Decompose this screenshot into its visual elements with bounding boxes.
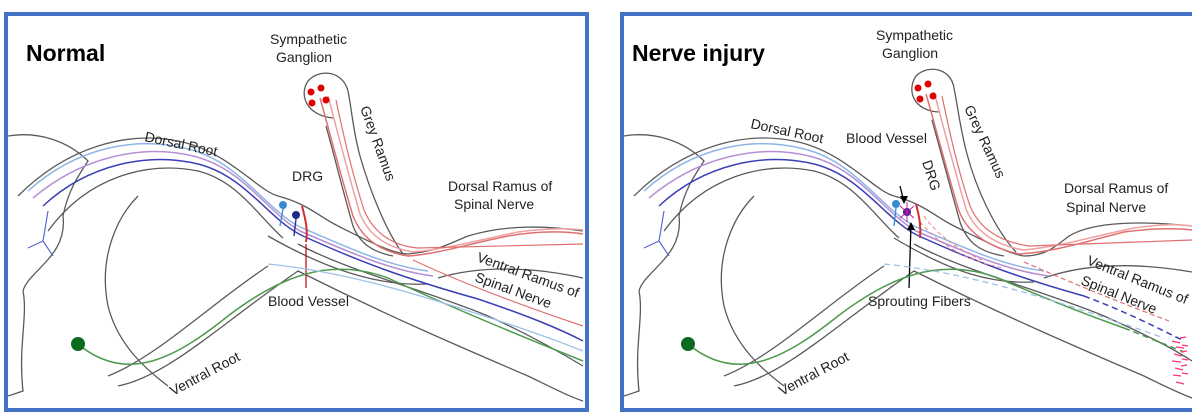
label-ventral-root: Ventral Root [167,348,243,398]
ventral-fiber-injured [1124,328,1184,352]
panel-nerve-injury: Nerve injury Sympathetic Ganglion Dorsal… [620,12,1192,412]
ganglion-cell-2 [925,81,932,88]
ganglion-cell-4 [930,93,937,100]
label-dorsal-ramus-2: Spinal Nerve [1066,199,1146,215]
ventral-fiber [688,269,1124,364]
ventral-root-outline [724,266,884,376]
ganglion-cell-1 [308,89,315,96]
dorsal-terminal [28,211,53,256]
motor-neuron [71,337,85,351]
sympathetic-fiber-1 [320,98,583,256]
drg-neuron-2 [292,211,300,219]
sprouting-arrow [909,224,911,288]
label-ventral-root: Ventral Root [776,348,852,398]
dorsal-fiber-dark [659,160,1084,296]
label-sympathetic-1: Sympathetic [876,27,953,43]
label-drg: DRG [919,158,944,193]
dorsal-terminal [644,211,669,256]
panel-title: Normal [26,40,105,66]
motor-neuron [681,337,695,351]
nerve-trunk-upper [954,223,1192,256]
label-sprouting-fibers: Sprouting Fibers [868,293,971,309]
basket-sprouts [900,202,914,222]
ganglion-cell-4 [323,97,330,104]
grey-matter-outline [105,196,168,386]
spinal-cord-outline [8,135,88,396]
label-dorsal-ramus-1: Dorsal Ramus of [448,178,552,194]
drg-neuron-1 [892,200,900,208]
label-dorsal-root: Dorsal Root [143,128,219,159]
ganglion-cell-2 [318,85,325,92]
spinal-cord-outline [624,135,704,396]
ventral-root-outline [108,266,268,376]
label-grey-ramus: Grey Ramus [357,104,399,183]
label-sympathetic-2: Ganglion [276,49,332,65]
label-sympathetic-1: Sympathetic [270,31,347,47]
grey-matter-outline [721,196,784,386]
ganglion-cell-3 [917,96,924,103]
ganglion-cell-3 [309,100,316,107]
label-dorsal-ramus-1: Dorsal Ramus of [1064,180,1168,196]
label-grey-ramus: Grey Ramus [961,103,1009,181]
panel-normal: Normal Sympathetic Ganglion Dorsal Root … [4,12,589,412]
label-dorsal-root: Dorsal Root [749,115,825,146]
injury-sprouts [1172,337,1188,384]
drg-neuron-1 [279,201,287,209]
label-sympathetic-2: Ganglion [882,45,938,61]
normal-diagram: Normal Sympathetic Ganglion Dorsal Root … [8,16,585,408]
label-dorsal-ramus-2: Spinal Nerve [454,196,534,212]
label-blood-vessel: Blood Vessel [268,293,349,309]
panel-title: Nerve injury [632,40,765,66]
injury-diagram: Nerve injury Sympathetic Ganglion Dorsal… [624,16,1192,408]
label-drg: DRG [292,168,323,184]
label-blood-vessel: Blood Vessel [846,130,927,146]
drg-blood-vessel [916,204,920,238]
ganglion-cell-1 [915,85,922,92]
